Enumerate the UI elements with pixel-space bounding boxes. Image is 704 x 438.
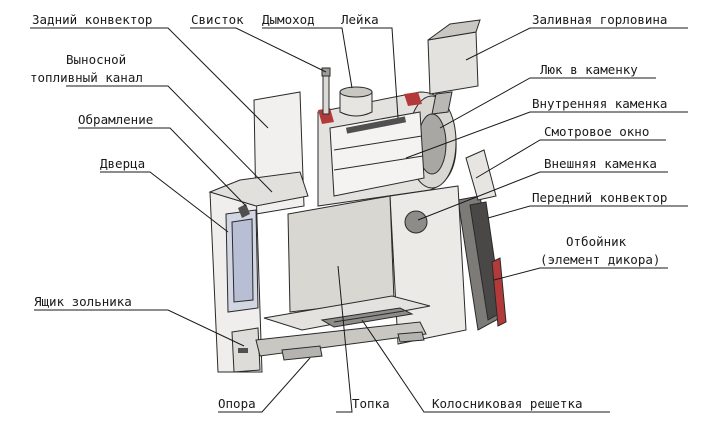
label-watering-can: Лейка	[341, 12, 379, 27]
label-outer-stone: Внешняя каменка	[544, 156, 657, 171]
label-viewing-window: Смотровое окно	[544, 124, 649, 139]
label-firebox: Топка	[352, 396, 390, 411]
support-leg-right	[397, 331, 425, 343]
label-remote-fuel-channel-line2: топливный канал	[30, 70, 143, 85]
leader-lines	[30, 27, 688, 413]
door-glass	[231, 218, 254, 303]
label-remote-fuel-channel-line1: Выносной	[66, 52, 126, 67]
filler-neck-box	[427, 31, 479, 95]
label-filler-neck: Заливная горловина	[532, 12, 667, 27]
label-whistle: Свисток	[191, 12, 244, 27]
base-rail	[255, 321, 427, 357]
label-ash-drawer: Ящик зольника	[34, 294, 132, 309]
framing-top	[208, 171, 309, 207]
label-door: Дверца	[100, 156, 145, 171]
label-inner-stone: Внутренняя каменка	[532, 96, 667, 111]
label-framing: Обрамление	[78, 112, 153, 127]
door-handle	[238, 204, 250, 218]
label-stone-hatch: Люк в каменку	[540, 62, 638, 77]
label-deflector-line2: (элемент дикора)	[540, 252, 660, 267]
deflector-shape	[491, 257, 507, 327]
label-grate: Колосниковая решетка	[432, 396, 583, 411]
label-support: Опора	[218, 396, 256, 411]
tank-interior	[329, 111, 425, 197]
grate-shape	[320, 307, 414, 328]
label-deflector-line1: Отбойник	[566, 234, 627, 249]
outer-stone-port	[404, 210, 428, 234]
label-front-convector: Передний конвектор	[532, 190, 667, 205]
filler-neck-pipe	[431, 91, 453, 115]
tank-right-trim	[404, 92, 422, 106]
tank-top-trim	[318, 108, 334, 124]
support-leg	[281, 345, 323, 361]
chimney-top	[339, 86, 373, 98]
filler-neck-cap	[427, 19, 481, 41]
chimney-shape	[339, 91, 373, 117]
stove-body	[208, 19, 507, 373]
labels: Задний конвектор Свисток Дымоход Лейка З…	[30, 12, 667, 411]
firebox-floor	[263, 295, 431, 331]
label-chimney: Дымоход	[262, 12, 315, 27]
watering-can-pipe	[345, 116, 407, 134]
label-rear-convector: Задний конвектор	[32, 12, 152, 27]
whistle-shape	[322, 69, 330, 115]
ash-drawer-handle	[238, 348, 248, 353]
outer-stone-panel	[389, 185, 467, 345]
